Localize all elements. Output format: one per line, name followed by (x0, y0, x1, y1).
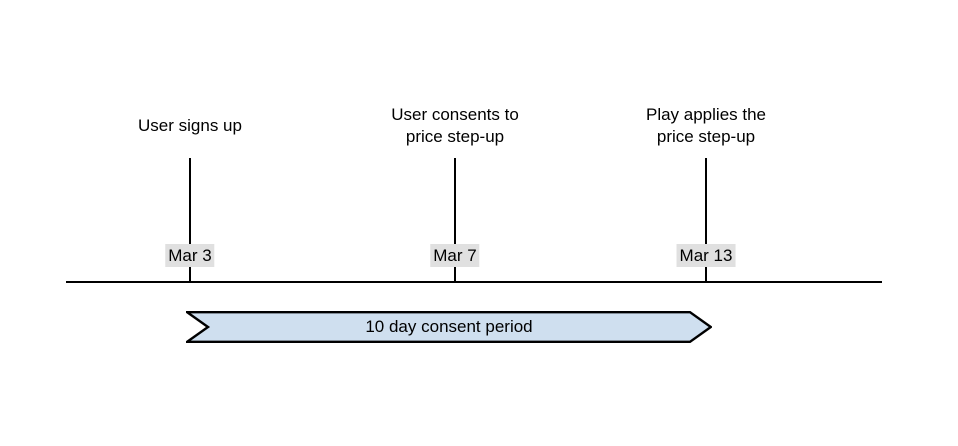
chevron-arrow-shape (186, 311, 712, 343)
milestone-caption-consent: User consents to price step-up (391, 105, 519, 146)
milestone-date-apply: Mar 13 (676, 244, 736, 267)
timeline-axis (66, 281, 882, 283)
milestone-caption-apply: Play applies the price step-up (645, 105, 767, 146)
milestone-date-signup: Mar 3 (165, 244, 215, 267)
milestone-tick-consent (454, 158, 456, 281)
consent-period-banner: 10 day consent period (186, 311, 712, 343)
consent-period-label: 10 day consent period (365, 317, 533, 336)
milestone-date-consent: Mar 7 (430, 244, 480, 267)
milestone-caption-signup: User signs up (138, 116, 242, 135)
milestone-tick-signup (189, 158, 191, 281)
milestone-tick-apply (705, 158, 707, 281)
